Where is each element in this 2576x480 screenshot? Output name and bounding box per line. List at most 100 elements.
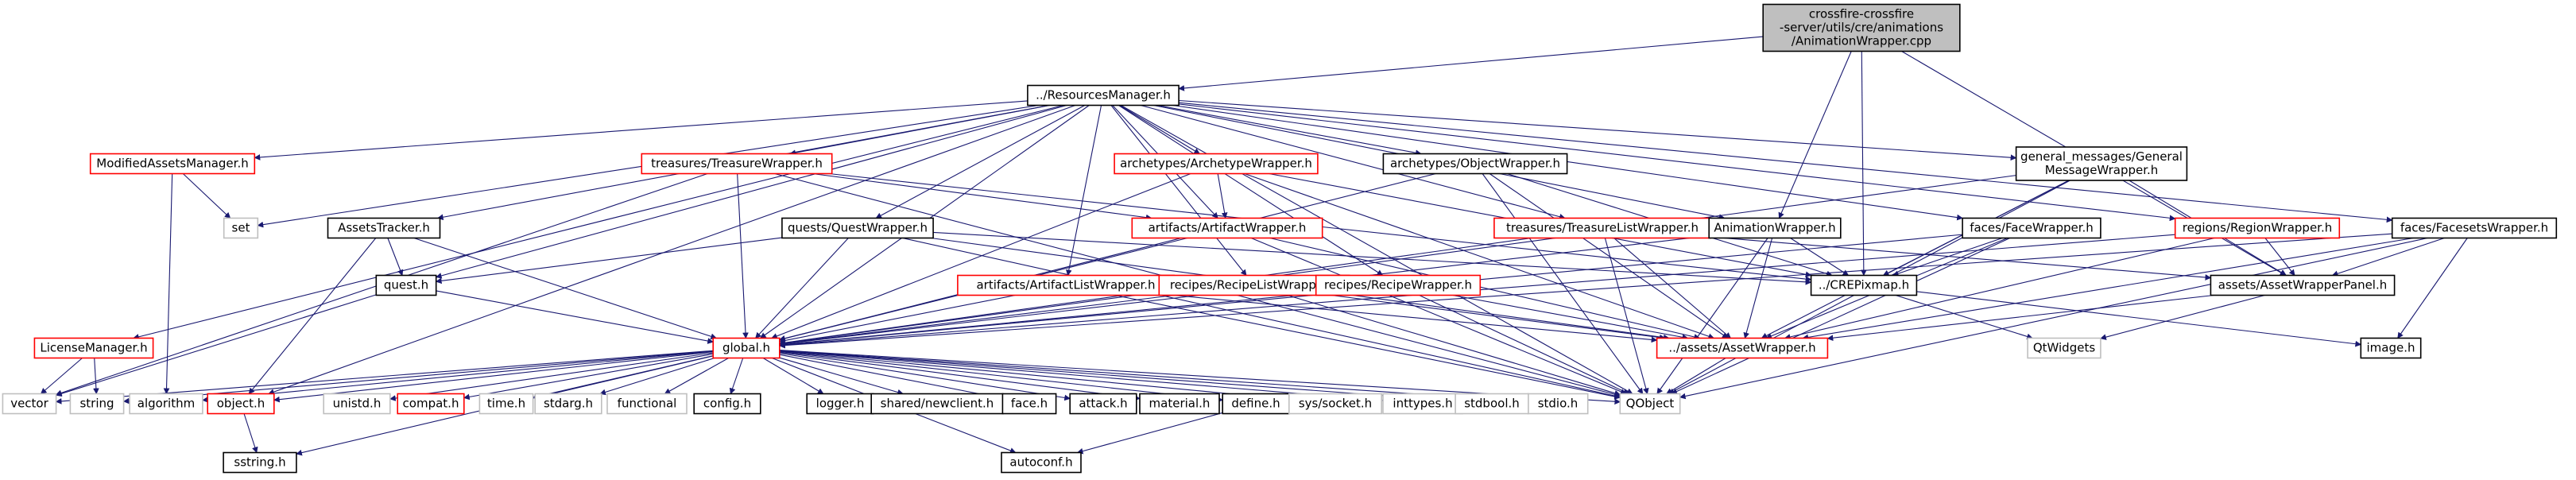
node-questwrap[interactable]: quests/QuestWrapper.h bbox=[781, 217, 934, 239]
edge-resources-to-license bbox=[133, 104, 1064, 340]
node-box bbox=[207, 393, 275, 415]
node-box bbox=[2027, 337, 2101, 359]
edge-assetstracker-to-objecth bbox=[248, 238, 377, 395]
node-label: treasures/TreasureWrapper.h bbox=[651, 157, 823, 171]
node-label: quest.h bbox=[384, 278, 428, 292]
edge-globalh-to-socket bbox=[779, 350, 1290, 402]
node-resources[interactable]: ../ResourcesManager.h bbox=[1027, 84, 1180, 106]
node-recipelist[interactable]: recipes/RecipeListWrapper.h bbox=[1158, 274, 1350, 296]
node-autoconf[interactable]: autoconf.h bbox=[1001, 451, 1082, 474]
edge-objectwrap-to-assetwrapper bbox=[1489, 173, 1729, 339]
edge-facewrap-to-qobject bbox=[1671, 238, 2011, 395]
node-newclient[interactable]: shared/newclient.h bbox=[870, 393, 1004, 415]
node-stdarg: stdarg.h bbox=[534, 393, 602, 415]
edge-root-to-animwrap bbox=[1778, 51, 1852, 219]
node-archetypewrap[interactable]: archetypes/ArchetypeWrapper.h bbox=[1114, 153, 1319, 175]
node-treasurewrap[interactable]: treasures/TreasureWrapper.h bbox=[641, 153, 833, 175]
node-assetpanel[interactable]: assets/AssetWrapperPanel.h bbox=[2210, 274, 2396, 296]
node-label: recipes/RecipeListWrapper.h bbox=[1170, 278, 1338, 292]
node-compat[interactable]: compat.h bbox=[397, 393, 465, 415]
node-treasurelist[interactable]: treasures/TreasureListWrapper.h bbox=[1493, 217, 1711, 239]
node-animwrap[interactable]: AnimationWrapper.h bbox=[1708, 217, 1842, 239]
node-facesetswrap[interactable]: faces/FacesetsWrapper.h bbox=[2391, 217, 2558, 239]
node-box bbox=[2015, 146, 2188, 181]
edge-facewrap-to-crepixmap bbox=[1892, 237, 2003, 277]
node-box bbox=[1762, 3, 1961, 52]
node-box bbox=[375, 274, 437, 296]
node-algorithm: algorithm bbox=[129, 393, 203, 415]
edge-resources-to-archetypewrap bbox=[1119, 105, 1201, 154]
edge-facesetswrap-to-globalh bbox=[779, 233, 2392, 349]
node-label: time.h bbox=[487, 397, 525, 411]
node-assetstracker[interactable]: AssetsTracker.h bbox=[327, 217, 441, 239]
node-box bbox=[323, 393, 391, 415]
edge-crepixmap-to-qtwidgets bbox=[1895, 294, 2033, 340]
node-modified[interactable]: ModifiedAssetsManager.h bbox=[89, 153, 256, 175]
edge-license-to-vector bbox=[40, 358, 83, 395]
edge-globalh-to-attack bbox=[779, 352, 1071, 401]
node-box bbox=[2360, 337, 2422, 359]
node-label: sys/socket.h bbox=[1299, 397, 1372, 411]
edge-globalh-to-objecth bbox=[273, 351, 714, 403]
node-label: object.h bbox=[217, 397, 265, 411]
node-facewrap[interactable]: faces/FaceWrapper.h bbox=[1962, 217, 2101, 239]
node-config[interactable]: config.h bbox=[693, 393, 761, 415]
node-artifactlist[interactable]: artifacts/ArtifactListWrapper.h bbox=[957, 274, 1175, 296]
edge-genmsg-to-globalh bbox=[779, 175, 2016, 346]
node-imageh[interactable]: image.h bbox=[2360, 337, 2422, 359]
node-sstring[interactable]: sstring.h bbox=[223, 451, 297, 474]
node-box bbox=[2391, 217, 2558, 239]
node-questh[interactable]: quest.h bbox=[375, 274, 437, 296]
edge-modified-to-set bbox=[182, 173, 231, 219]
node-box bbox=[1131, 217, 1323, 239]
node-crepixmap[interactable]: ../CREPixmap.h bbox=[1810, 274, 1918, 296]
node-material[interactable]: material.h bbox=[1139, 393, 1220, 415]
include-edges bbox=[40, 36, 2468, 456]
edge-resources-to-objectwrap bbox=[1156, 104, 1422, 157]
edge-globalh-to-inttypes bbox=[779, 350, 1384, 404]
node-assetwrapper[interactable]: ../assets/AssetWrapper.h bbox=[1656, 337, 1829, 359]
node-artifactwrap[interactable]: artifacts/ArtifactWrapper.h bbox=[1131, 217, 1323, 239]
node-objecth[interactable]: object.h bbox=[207, 393, 275, 415]
node-box bbox=[1810, 274, 1918, 296]
edge-objectwrap-to-qobject bbox=[1482, 173, 1644, 395]
node-label: artifacts/ArtifactListWrapper.h bbox=[976, 278, 1155, 292]
edge-crepixmap-to-imageh bbox=[1916, 291, 2362, 347]
node-box bbox=[478, 393, 534, 415]
node-set: set bbox=[223, 217, 259, 239]
node-define[interactable]: define.h bbox=[1222, 393, 1290, 415]
node-box bbox=[712, 337, 781, 359]
edge-globalh-to-compat bbox=[463, 353, 714, 401]
node-box bbox=[2, 393, 57, 415]
edge-resources-to-modified bbox=[254, 100, 1028, 161]
edge-globalh-to-material bbox=[779, 351, 1141, 401]
node-objectwrap[interactable]: archetypes/ObjectWrapper.h bbox=[1382, 153, 1568, 175]
edge-resources-to-qobject bbox=[1120, 105, 1633, 394]
node-license[interactable]: LicenseManager.h bbox=[33, 337, 154, 359]
node-regionwrap[interactable]: regions/RegionWrapper.h bbox=[2174, 217, 2341, 239]
edge-root-to-resources bbox=[1178, 36, 1764, 91]
node-box bbox=[1619, 393, 1681, 415]
node-box bbox=[806, 393, 874, 415]
node-faceh[interactable]: face.h bbox=[1001, 393, 1057, 415]
node-attack[interactable]: attack.h bbox=[1069, 393, 1137, 415]
node-recipewrap[interactable]: recipes/RecipeWrapper.h bbox=[1315, 274, 1482, 296]
node-label: LicenseManager.h bbox=[40, 341, 147, 355]
node-box bbox=[1114, 153, 1319, 175]
edge-resources-to-objecth bbox=[268, 104, 1076, 395]
edge-objecth-to-sstring bbox=[243, 413, 258, 454]
node-box bbox=[781, 217, 934, 239]
node-globalh[interactable]: global.h bbox=[712, 337, 781, 359]
edge-facesetswrap-to-assetpanel bbox=[2331, 237, 2445, 277]
node-box bbox=[1455, 393, 1529, 415]
edge-facesetswrap-to-imageh bbox=[2397, 238, 2468, 339]
node-box bbox=[693, 393, 761, 415]
node-box bbox=[641, 153, 833, 175]
node-label: stdbool.h bbox=[1464, 397, 1520, 411]
node-label: AnimationWrapper.h bbox=[1714, 221, 1835, 235]
node-label: face.h bbox=[1011, 397, 1048, 411]
edge-assetstracker-to-globalh bbox=[413, 237, 717, 339]
node-label: unistd.h bbox=[333, 397, 382, 411]
node-logger[interactable]: logger.h bbox=[806, 393, 874, 415]
